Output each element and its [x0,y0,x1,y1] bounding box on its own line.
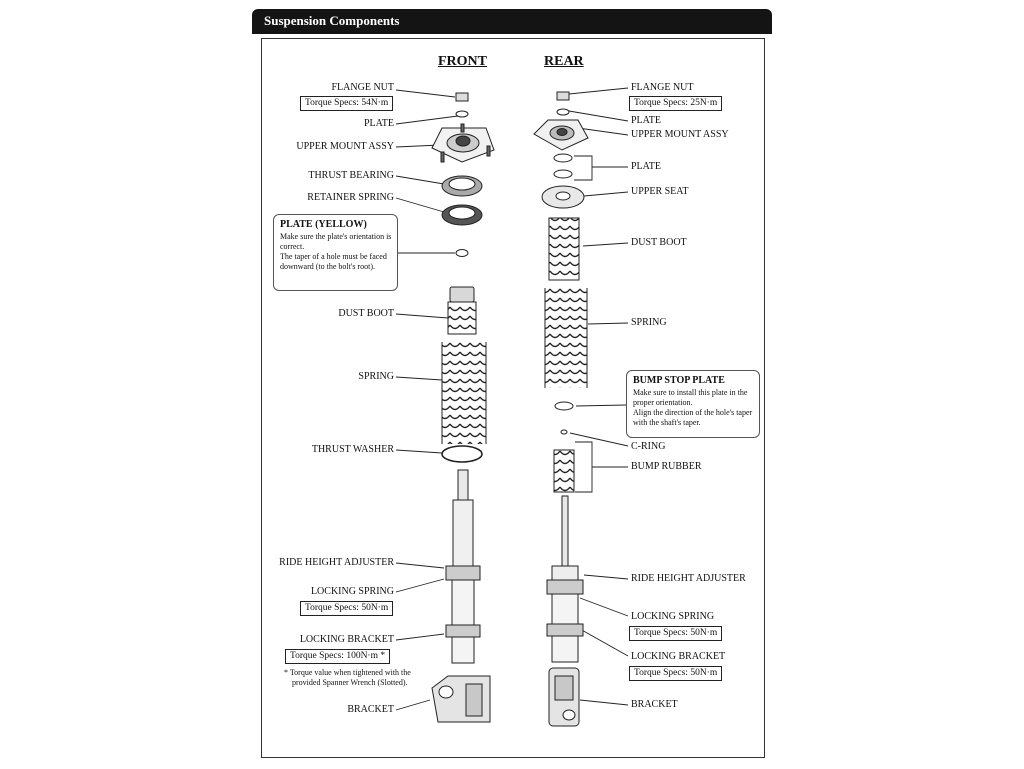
rear-note-line: with the shaft's taper. [633,418,701,427]
rear-upper-mount-label: UPPER MOUNT ASSY [631,129,729,140]
front-plate-label: PLATE [364,118,394,129]
rear-bracket-label: BRACKET [631,699,678,710]
front-thrust-bearing-label: THRUST BEARING [308,170,394,181]
rear-note-title: BUMP STOP PLATE [633,375,725,386]
rear-heading: REAR [544,54,584,69]
front-footnote-line-2: provided Spanner Wrench (Slotted). [292,678,408,687]
section-title: Suspension Components [264,13,400,28]
rear-ride-height-label: RIDE HEIGHT ADJUSTER [631,573,746,584]
front-heading: FRONT [438,54,487,69]
rear-note-line: proper orientation. [633,398,693,407]
front-spring-label: SPRING [358,371,394,382]
front-dust-boot-label: DUST BOOT [338,308,394,319]
front-note-line: correct. [280,242,305,251]
rear-note-line: Make sure to install this plate in the [633,388,748,397]
front-locking-spring-label: LOCKING SPRING [310,586,394,597]
rear-flange-nut-label: FLANGE NUT [631,82,694,93]
front-note-line: The taper of a hole must be faced [280,252,387,261]
rear-locking-bracket-label: LOCKING BRACKET [631,651,726,662]
front-plate-yellow-note: PLATE (YELLOW) Make sure the plate's ori… [273,214,398,291]
rear-bump-stop-note: BUMP STOP PLATE Make sure to install thi… [626,370,760,438]
rear-plate-label: PLATE [631,161,661,172]
rear-bump-rubber-label: BUMP RUBBER [631,461,702,472]
rear-upper-seat-label: UPPER SEAT [631,186,689,197]
rear-flange-nut-torque: Torque Specs: 25N·m [629,96,723,111]
front-ride-height-label: RIDE HEIGHT ADJUSTER [279,557,394,568]
front-note-line: downward (to the bolt's root). [280,262,375,271]
front-upper-mount-label: UPPER MOUNT ASSY [296,141,394,152]
front-locking-bracket-torque: Torque Specs: 100N·m * [285,649,391,664]
front-footnote-line-1: * Torque value when tightened with the [284,668,411,677]
rear-spring-label: SPRING [631,317,667,328]
rear-locking-spring-torque: Torque Specs: 50N·m [629,626,723,641]
front-flange-nut-torque: Torque Specs: 54N·m [300,96,394,111]
rear-dust-boot-label: DUST BOOT [631,237,687,248]
section-header: Suspension Components [252,9,772,34]
front-note-line: Make sure the plate's orientation is [280,232,392,241]
rear-note-line: Align the direction of the hole's taper [633,408,753,417]
front-bracket-label: BRACKET [347,704,394,715]
rear-plate-top-label: PLATE [631,115,661,126]
front-thrust-washer-label: THRUST WASHER [311,444,394,455]
front-locking-bracket-label: LOCKING BRACKET [299,634,394,645]
front-note-title: PLATE (YELLOW) [280,219,367,230]
rear-locking-bracket-torque: Torque Specs: 50N·m [629,666,723,681]
diagram-frame [261,38,765,758]
front-flange-nut-label: FLANGE NUT [331,82,395,93]
front-retainer-spring-label: RETAINER SPRING [307,192,394,203]
rear-locking-spring-label: LOCKING SPRING [631,611,715,622]
front-locking-spring-torque: Torque Specs: 50N·m [300,601,394,616]
rear-c-ring-label: C-RING [631,441,666,452]
